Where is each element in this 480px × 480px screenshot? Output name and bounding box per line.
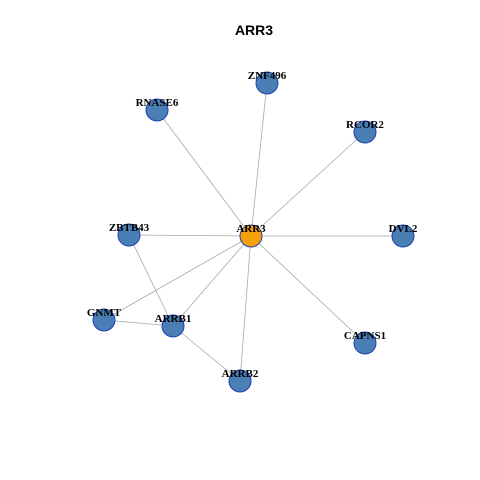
node-label-capns1: CAPNS1: [344, 330, 386, 342]
node-znf496[interactable]: ZNF496: [248, 70, 287, 95]
node-circle-arrb2[interactable]: [228, 369, 252, 393]
edge-arr3-arrb2: [239, 235, 252, 382]
node-rcor2[interactable]: RCOR2: [346, 119, 384, 144]
node-circle-zbtb43[interactable]: [117, 223, 141, 247]
node-arr3[interactable]: ARR3: [236, 223, 266, 248]
edge-arr3-rcor2: [250, 131, 366, 237]
node-circle-rnase6[interactable]: [145, 98, 169, 122]
node-circle-rcor2[interactable]: [353, 120, 377, 144]
node-label-dvl2: DVL2: [389, 223, 418, 235]
node-label-zbtb43: ZBTB43: [109, 222, 150, 234]
edge-gnmt-arrb1: [103, 319, 174, 327]
node-gnmt[interactable]: GNMT: [87, 307, 122, 332]
node-circle-gnmt[interactable]: [92, 308, 116, 332]
node-label-arrb2: ARRB2: [222, 368, 259, 380]
node-label-arr3: ARR3: [236, 223, 266, 235]
node-label-znf496: ZNF496: [248, 70, 287, 82]
edge-arr3-rnase6: [156, 109, 252, 237]
node-label-arrb1: ARRB1: [155, 313, 192, 325]
edge-arr3-arrb1: [172, 235, 252, 327]
node-circle-dvl2[interactable]: [391, 224, 415, 248]
edge-arr3-zbtb43: [128, 234, 252, 237]
node-circle-arrb1[interactable]: [161, 314, 185, 338]
node-arrb2[interactable]: ARRB2: [222, 368, 259, 393]
diagram-title: ARR3: [235, 22, 273, 38]
edge-arr3-gnmt: [103, 235, 252, 321]
node-label-rcor2: RCOR2: [346, 119, 384, 131]
edge-zbtb43-arrb1: [128, 234, 174, 327]
node-circle-arr3[interactable]: [239, 224, 263, 248]
node-arrb1[interactable]: ARRB1: [155, 313, 192, 338]
edge-arr3-znf496: [250, 82, 268, 237]
edges-layer: [103, 82, 403, 382]
node-label-gnmt: GNMT: [87, 307, 122, 319]
node-label-rnase6: RNASE6: [136, 97, 179, 109]
node-dvl2[interactable]: DVL2: [389, 223, 418, 248]
edge-arrb1-arrb2: [172, 325, 241, 382]
node-zbtb43[interactable]: ZBTB43: [109, 222, 150, 247]
node-circle-znf496[interactable]: [255, 71, 279, 95]
node-capns1[interactable]: CAPNS1: [344, 330, 386, 355]
node-rnase6[interactable]: RNASE6: [136, 97, 179, 122]
node-circle-capns1[interactable]: [353, 331, 377, 355]
edge-arr3-capns1: [250, 235, 366, 344]
